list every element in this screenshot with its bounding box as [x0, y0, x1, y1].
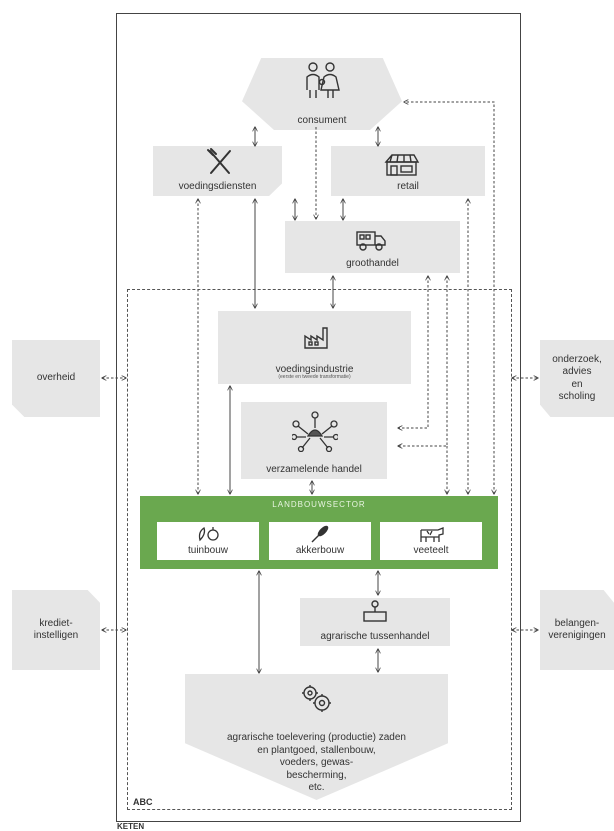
- agrarische-toelevering-line-3: voeders, gewas-: [279, 757, 354, 768]
- voedingsindustrie-sublabel: (eerste en tweede transformatie): [278, 374, 351, 380]
- abc-frame: [127, 289, 512, 810]
- tuinbouw-label: tuinbouw: [187, 545, 229, 556]
- keten-label: KETEN: [117, 822, 145, 831]
- veeteelt-label: veeteelt: [413, 545, 449, 556]
- belangenverenigingen-box: belangen- verenigingen: [540, 590, 614, 670]
- agrarische-toelevering-line-1: agrarische toelevering (productie) zaden: [227, 732, 406, 743]
- kredietinstellingen-line-1: krediet-: [39, 617, 73, 629]
- voedingsdiensten-label: voedingsdiensten: [178, 180, 257, 192]
- family-icon: [306, 62, 340, 98]
- truck-icon: [356, 231, 386, 251]
- network-icon: [292, 411, 338, 452]
- agrarische-tussenhandel-label: agrarische tussenhandel: [320, 630, 430, 642]
- kredietinstellingen-box: krediet- instelligen: [12, 590, 100, 670]
- verzamelende-handel-node: verzamelende handel: [241, 402, 387, 479]
- onderzoek-line-4: scholing: [558, 391, 596, 402]
- crate-icon: [363, 600, 387, 622]
- overheid-box: overheid: [12, 340, 100, 417]
- agrarische-tussenhandel-node: agrarische tussenhandel: [300, 598, 450, 646]
- factory-icon: [304, 327, 328, 349]
- onderzoek-line-3: en: [571, 378, 583, 390]
- overheid-label: overheid: [36, 372, 76, 384]
- cutlery-icon: [207, 148, 231, 174]
- groothandel-label: groothandel: [346, 257, 399, 269]
- dashed-landbouw-consument: [404, 102, 494, 494]
- akkerbouw-box: akkerbouw: [269, 522, 371, 560]
- keten-frame: [116, 13, 521, 822]
- kredietinstellingen-line-2: instelligen: [33, 630, 79, 641]
- voedingsdiensten-node: voedingsdiensten: [153, 146, 282, 196]
- onderzoek-box: onderzoek, advies en scholing: [540, 340, 614, 417]
- verzamelende-handel-label: verzamelende handel: [266, 463, 362, 475]
- agrarische-toelevering-line-2: en plantgoed, stallenbouw,: [257, 744, 376, 756]
- consument-node: consument: [242, 58, 402, 130]
- abc-label: ABC: [133, 797, 153, 807]
- dashed-groothandel-verzamelende-2: [398, 276, 447, 446]
- landbouwsector-title: LANDBOUWSECTOR: [272, 500, 366, 509]
- wheat-icon: [311, 525, 329, 543]
- veeteelt-box: veeteelt: [380, 522, 482, 560]
- agrarische-toelevering-line-5: etc.: [308, 782, 325, 793]
- belangenverenigingen-line-2: verenigingen: [548, 630, 606, 641]
- dashed-groothandel-verzamelende: [398, 276, 428, 428]
- tuinbouw-box: tuinbouw: [157, 522, 259, 560]
- consument-label: consument: [297, 114, 347, 126]
- gears-icon: [302, 685, 331, 712]
- voedingsindustrie-label: voedingsindustrie: [275, 364, 354, 375]
- onderzoek-line-1: onderzoek,: [552, 353, 602, 365]
- plant-icon: [198, 526, 219, 542]
- belangenverenigingen-line-1: belangen-: [554, 617, 600, 629]
- akkerbouw-label: akkerbouw: [295, 545, 345, 556]
- cow-icon: [420, 527, 444, 542]
- agrarische-toelevering-line-4: bescherming,: [286, 769, 347, 781]
- onderzoek-line-2: advies: [562, 366, 592, 377]
